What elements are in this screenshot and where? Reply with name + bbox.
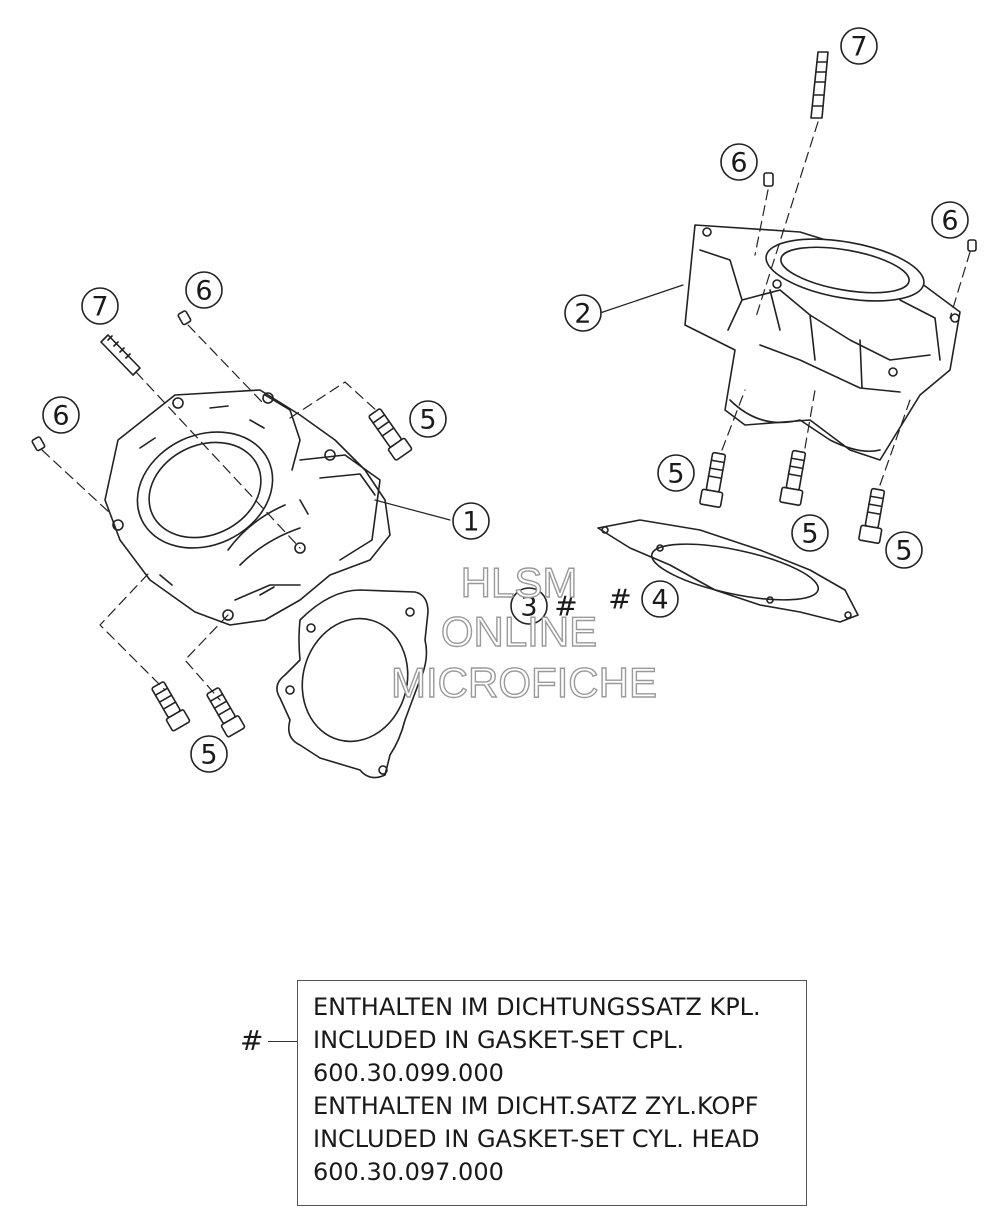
stud-right — [810, 51, 829, 119]
svg-text:6: 6 — [52, 401, 69, 432]
svg-text:6: 6 — [730, 148, 747, 179]
hash-marker-gasket-3: # — [554, 590, 577, 623]
svg-text:7: 7 — [850, 32, 867, 63]
callout-7-right: 7 — [840, 27, 878, 65]
svg-text:HLSM: HLSM — [461, 559, 578, 606]
legend-line-en-head: INCLUDED IN GASKET-SET CYL. HEAD — [313, 1125, 760, 1153]
stud-left — [100, 334, 141, 376]
callout-1: 1 — [452, 502, 490, 540]
watermark: HLSM ONLINE MICROFICHE — [390, 558, 657, 706]
callout-6-right: 6 — [720, 143, 758, 181]
svg-text:ONLINE: ONLINE — [441, 608, 597, 655]
bolts — [151, 408, 886, 738]
callout-5-left-top: 5 — [409, 400, 447, 438]
svg-text:2: 2 — [574, 299, 591, 330]
legend-partnumber-head: 600.30.097.000 — [313, 1158, 504, 1186]
leader-lines — [374, 284, 684, 521]
svg-text:5: 5 — [200, 740, 217, 771]
hash-marker-gasket-4: # — [608, 583, 631, 616]
callout-5-right-1: 5 — [657, 454, 695, 492]
svg-text:3: 3 — [520, 592, 537, 623]
legend-leader — [268, 1041, 298, 1042]
svg-text:5: 5 — [801, 519, 818, 550]
cylinder-right — [684, 224, 961, 461]
svg-text:MICROFICHE: MICROFICHE — [391, 659, 657, 706]
callout-6-left-top: 6 — [185, 271, 223, 309]
svg-text:7: 7 — [91, 292, 108, 323]
head-gasket-right — [597, 519, 859, 623]
legend-line-de-head: ENTHALTEN IM DICHT.SATZ ZYL.KOPF — [313, 1092, 759, 1120]
callout-3: 3 — [510, 587, 548, 625]
callout-4: 4 — [641, 580, 679, 618]
svg-text:5: 5 — [895, 536, 912, 567]
assembly-lines — [41, 121, 971, 701]
callout-2: 2 — [564, 294, 602, 332]
legend-partnumber-full: 600.30.099.000 — [313, 1059, 504, 1087]
svg-text:1: 1 — [462, 507, 479, 538]
callout-7-left: 7 — [81, 287, 119, 325]
svg-text:4: 4 — [651, 585, 668, 616]
dowel-pins — [31, 172, 977, 452]
callout-5-right-2: 5 — [791, 514, 829, 552]
callout-6-left: 6 — [42, 396, 80, 434]
callout-6-right-far: 6 — [931, 201, 969, 239]
svg-text:5: 5 — [419, 405, 436, 436]
legend-line-de-full: ENTHALTEN IM DICHTUNGSSATZ KPL. — [313, 993, 761, 1021]
cylinder-left — [104, 389, 391, 626]
legend-box: ENTHALTEN IM DICHTUNGSSATZ KPL. INCLUDED… — [297, 980, 807, 1206]
callout-5-left-bottom: 5 — [190, 735, 228, 773]
legend-symbol: # — [240, 1024, 264, 1057]
legend-line-en-full: INCLUDED IN GASKET-SET CPL. — [313, 1026, 685, 1054]
callout-5-right-3: 5 — [885, 531, 923, 569]
callouts: 1 2 3 4 5 5 5 5 5 6 6 6 6 7 7 — [42, 27, 969, 773]
svg-text:6: 6 — [195, 276, 212, 307]
base-gasket-left — [276, 589, 429, 779]
svg-text:5: 5 — [667, 459, 684, 490]
svg-text:6: 6 — [941, 206, 958, 237]
